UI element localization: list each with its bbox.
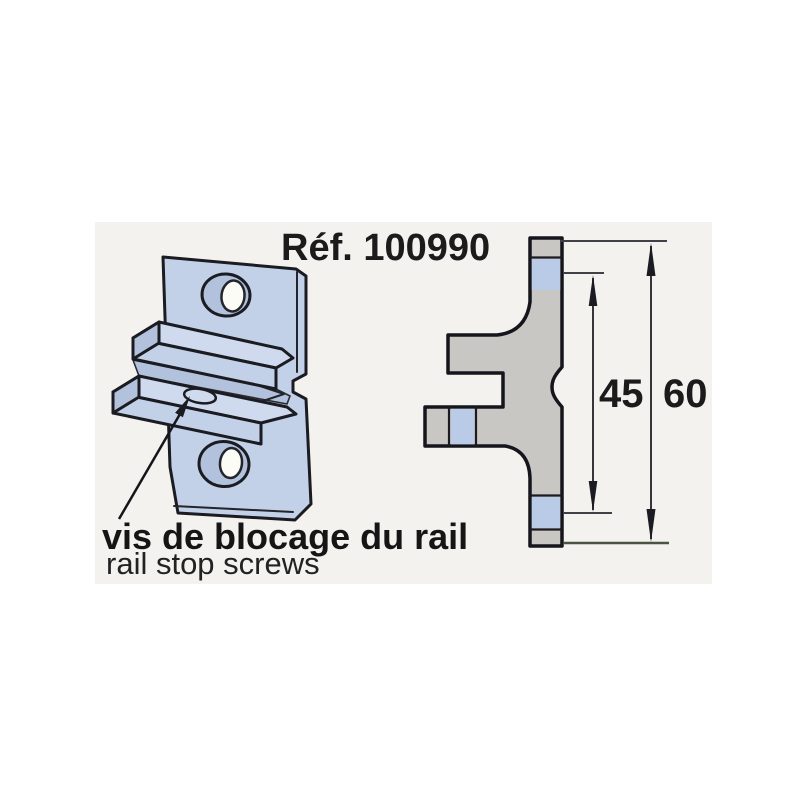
ref-number-label: Réf. 100990 bbox=[281, 227, 490, 269]
dim45-arrow-down-icon bbox=[588, 481, 598, 512]
lower-shelf bbox=[111, 374, 298, 446]
section-profile bbox=[423, 236, 564, 548]
dimension-60: 60 bbox=[561, 240, 708, 545]
cross-section-view bbox=[423, 236, 564, 548]
dim60-value: 60 bbox=[663, 372, 708, 416]
plate-bottom-crease bbox=[173, 505, 294, 513]
callout-label-english: rail stop screws bbox=[106, 546, 320, 581]
dimension-45: 45 bbox=[563, 272, 644, 514]
section-blue-band-bottom bbox=[531, 497, 561, 528]
leader-arrow-shaft bbox=[117, 413, 182, 520]
section-blue-band-top bbox=[531, 259, 561, 290]
upper-shelf-end-face bbox=[131, 320, 161, 361]
lower-shelf-end-face bbox=[111, 374, 141, 415]
leader-arrow bbox=[117, 396, 190, 520]
dim60-arrow-up-icon bbox=[646, 243, 656, 276]
bottom-hole-bore bbox=[218, 446, 244, 480]
top-hole-bore bbox=[220, 279, 246, 313]
callout-label-french: vis de blocage du rail bbox=[102, 516, 468, 557]
bracket-3d-view bbox=[111, 255, 313, 522]
dim45-arrow-up-icon bbox=[588, 275, 598, 306]
rail-stop-screw-hole bbox=[182, 387, 218, 405]
upper-shelf bbox=[131, 320, 295, 391]
dim45-value: 45 bbox=[599, 372, 644, 416]
dim60-arrow-down-icon bbox=[646, 509, 656, 542]
section-screw-stripe bbox=[451, 408, 474, 445]
leader-arrow-head bbox=[175, 396, 190, 418]
